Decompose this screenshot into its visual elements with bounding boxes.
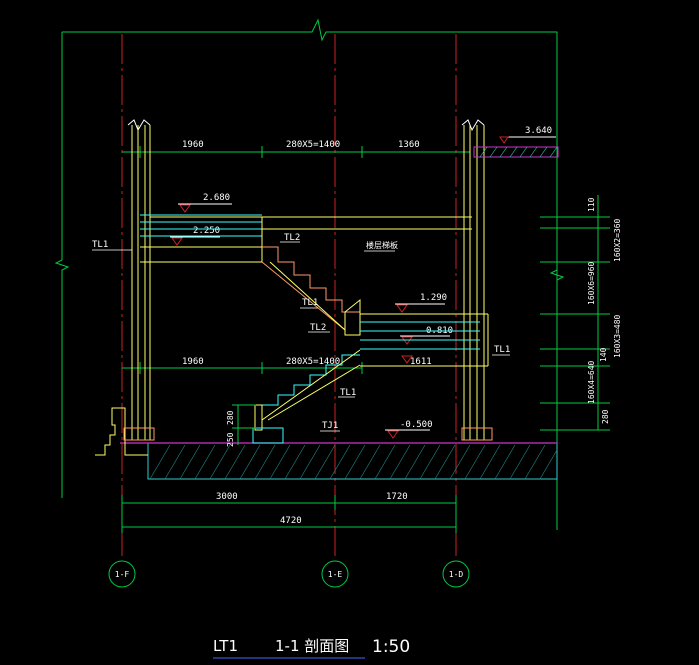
dim-side-160x4: 160X4=640	[587, 360, 596, 404]
column-base-plates	[123, 427, 493, 441]
label-tl2-top: TL2	[284, 233, 300, 243]
dim-side-110: 110	[587, 197, 596, 212]
label-leaders	[92, 241, 510, 432]
drawing-name: LT1	[213, 637, 238, 655]
column-break-symbols	[127, 119, 485, 132]
dim-bottom-left: 3000	[216, 492, 238, 502]
ground-hatch	[149, 444, 558, 480]
label-tl1-low: TL1	[340, 388, 356, 398]
elev-1611: 1611	[410, 357, 432, 367]
dim-top-right: 1360	[398, 140, 420, 150]
dim-bottom-right: 1720	[386, 492, 408, 502]
label-tl1-left: TL1	[92, 240, 108, 250]
label-note: 楼层梯板	[366, 240, 398, 250]
tj1-footing	[252, 427, 284, 444]
mid-dimension-line	[122, 362, 363, 374]
top-right-slab-hatch	[479, 146, 558, 158]
ground-slab	[147, 442, 558, 480]
dim-side-140: 140	[599, 347, 608, 362]
left-small-dimension	[232, 404, 256, 445]
middle-landing-beam	[360, 313, 489, 367]
axis-label-1f: 1-F	[115, 570, 130, 579]
upper-floor-beam-lines	[140, 216, 472, 263]
dim-top-left: 1960	[182, 140, 204, 150]
dim-side-160x2: 160X2=360	[613, 218, 622, 262]
elev-2680: 2.680	[203, 193, 230, 203]
axis-bubble-1d[interactable]: 1-D	[442, 560, 470, 588]
axis-bubble-1f[interactable]: 1-F	[108, 560, 136, 588]
elev-3640: 3.640	[525, 126, 552, 136]
dim-mid-left: 1960	[182, 357, 204, 367]
dim-bottom-total: 4720	[280, 516, 302, 526]
elevation-marker-1290	[395, 303, 445, 313]
dim-side-280: 280	[601, 409, 610, 424]
elevation-marker-2680	[178, 203, 232, 213]
drawing-scale: 1:50	[372, 637, 410, 657]
label-tl1-right: TL1	[494, 345, 510, 355]
upper-flight-underside	[269, 261, 361, 336]
top-right-slab	[473, 146, 559, 158]
dim-side-160x3: 160X3=480	[613, 314, 622, 358]
upper-flight-steps	[261, 246, 360, 331]
label-tl2-mid: TL2	[310, 323, 326, 333]
dim-left-280: 280	[226, 410, 235, 425]
middle-landing-slab	[360, 321, 480, 350]
right-column	[463, 125, 485, 440]
frame-lines	[54, 18, 565, 530]
lower-flight-slab	[254, 349, 361, 431]
elev-m0500: -0.500	[400, 420, 433, 430]
left-step-foundation	[95, 407, 148, 456]
axis-label-1e: 1-E	[328, 570, 343, 579]
elev-2250: 2.250	[193, 226, 220, 236]
axis-center-lines	[121, 34, 457, 560]
dim-mid-mid: 280X5=1400	[286, 357, 340, 367]
axis-bubble-1e[interactable]: 1-E	[321, 560, 349, 588]
elevation-marker-2250	[170, 236, 220, 246]
dim-top-mid: 280X5=1400	[286, 140, 340, 150]
bottom-dimension-lines	[121, 495, 457, 533]
right-dimension-chain	[540, 195, 610, 431]
dim-left-250: 250	[226, 432, 235, 447]
label-tl1-mid: TL1	[302, 298, 318, 308]
dim-side-160x6: 160X6=960	[587, 261, 596, 305]
elevation-marker-3640	[499, 136, 556, 144]
elevation-marker-m0500	[385, 429, 430, 439]
upper-landing-slab	[140, 214, 262, 237]
left-column	[131, 125, 151, 440]
elev-1290: 1.290	[420, 293, 447, 303]
label-tj1: TJ1	[322, 421, 338, 431]
axis-label-1d: 1-D	[449, 570, 464, 579]
drawing-section-title: 1-1 剖面图	[275, 637, 349, 655]
